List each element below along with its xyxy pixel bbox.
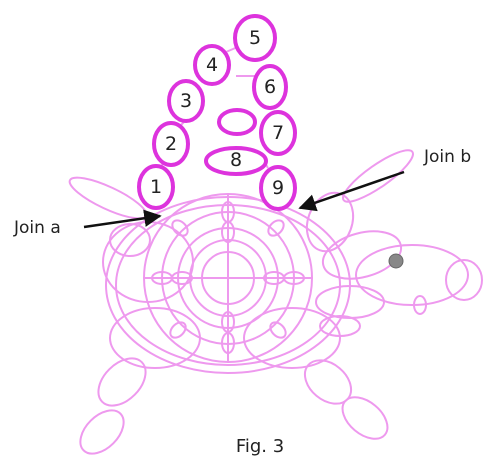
body-upper-left-loop — [110, 224, 150, 256]
spoke-bead — [169, 217, 190, 238]
head-snout — [446, 260, 482, 300]
center-ring-unlabeled — [219, 110, 255, 134]
leg-right-upper — [297, 351, 360, 412]
ring-6-number: 6 — [264, 76, 276, 98]
figure-caption: Fig. 3 — [236, 436, 284, 457]
leg-left-lower — [72, 402, 131, 461]
ring-4-number: 4 — [206, 54, 218, 76]
right-wing-loop — [337, 143, 418, 209]
ring-3-number: 3 — [180, 90, 192, 112]
ring-5-number: 5 — [249, 27, 261, 49]
ring-8-number: 8 — [230, 149, 242, 171]
join-b-arrow — [300, 172, 404, 208]
ring-9-number: 9 — [272, 177, 284, 199]
leg-right-lower — [335, 389, 395, 447]
join-b-label: Join b — [423, 147, 471, 167]
ring-7-number: 7 — [272, 122, 284, 144]
numbered-rings: 1 2 3 4 5 6 7 8 9 — [139, 16, 295, 209]
join-a-label: Join a — [13, 218, 61, 238]
spoke-bead — [167, 319, 188, 340]
spoke-bead — [265, 217, 286, 238]
left-wing-loop — [65, 170, 150, 225]
ring-1-number: 1 — [150, 176, 162, 198]
spoke-bead — [267, 319, 288, 340]
gray-bead — [389, 254, 403, 268]
ring-2-number: 2 — [165, 133, 177, 155]
